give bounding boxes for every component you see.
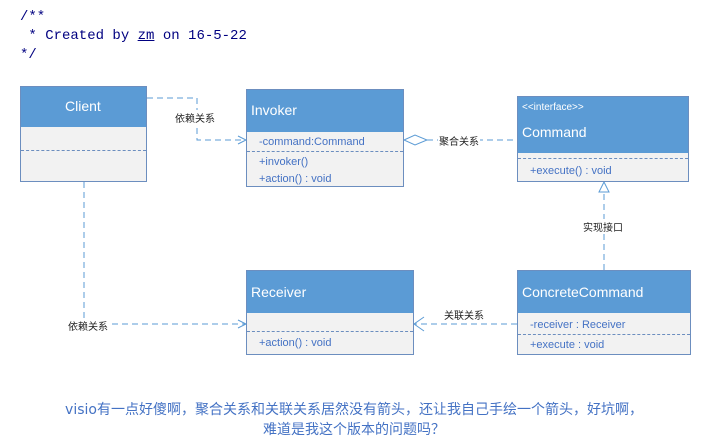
concrete-command-header: ConcreteCommand	[518, 271, 690, 313]
concrete-command-name: ConcreteCommand	[522, 284, 644, 300]
invoker-class: Invoker -command:Command +invoker() +act…	[246, 89, 404, 187]
client-attributes	[21, 127, 146, 151]
invoker-command-label: 聚合关系	[438, 133, 480, 148]
association-arrowhead	[413, 316, 425, 332]
code-comment: /** * Created by zm on 16-5-22 */	[20, 8, 247, 65]
receiver-op-action: +action() : void	[259, 337, 332, 349]
receiver-attributes	[247, 313, 413, 332]
aggregation-diamond	[402, 134, 429, 146]
command-op-execute: +execute() : void	[530, 165, 612, 177]
client-receiver-dependency-line	[83, 182, 246, 325]
concrete-attr-receiver: -receiver : Receiver	[530, 319, 626, 331]
concrete-command-attributes: -receiver : Receiver	[518, 313, 690, 335]
receiver-operations: +action() : void	[247, 332, 413, 352]
invoker-operations: +invoker() +action() : void	[247, 152, 403, 188]
comment-line-2-suffix: on 16-5-22	[154, 28, 247, 44]
comment-author: zm	[137, 28, 155, 44]
invoker-class-header: Invoker	[247, 90, 403, 132]
comment-line-2-prefix: * Created by	[20, 28, 138, 44]
command-interface: <<interface>> Command +execute() : void	[517, 96, 689, 182]
concrete-command-class: ConcreteCommand -receiver : Receiver +ex…	[517, 270, 691, 355]
receiver-class: Receiver +action() : void	[246, 270, 414, 355]
comment-line-1: /**	[20, 9, 46, 25]
client-operations	[21, 151, 146, 181]
receiver-class-name: Receiver	[251, 284, 307, 300]
invoker-class-name: Invoker	[251, 102, 297, 118]
concrete-receiver-label: 关联关系	[443, 307, 485, 322]
client-class-name: Client	[65, 98, 101, 114]
receiver-class-header: Receiver	[247, 271, 413, 313]
caption-line-1: visio有一点好傻啊，聚合关系和关联关系居然没有箭头，还让我自己手绘一个箭头，…	[65, 402, 643, 418]
invoker-attributes: -command:Command	[247, 132, 403, 152]
invoker-op-invoker: +invoker()	[259, 156, 309, 168]
command-operations: +execute() : void	[518, 159, 688, 180]
realization-triangle	[598, 180, 610, 193]
command-interface-name: Command	[522, 124, 587, 140]
client-invoker-label: 依赖关系	[174, 110, 216, 125]
command-interface-header: <<interface>> Command	[518, 97, 688, 153]
client-class: Client	[20, 86, 147, 182]
command-stereotype: <<interface>>	[522, 102, 584, 113]
comment-line-3: */	[20, 47, 37, 63]
client-receiver-label: 依赖关系	[67, 318, 109, 333]
invoker-op-action: +action() : void	[259, 173, 332, 185]
caption-line-2: 难道是我这个版本的问题吗？	[263, 422, 445, 438]
implements-label: 实现接口	[582, 219, 624, 234]
concrete-command-operations: +execute : void	[518, 335, 690, 354]
concrete-op-execute: +execute : void	[530, 339, 605, 351]
invoker-attr-command: -command:Command	[259, 136, 365, 148]
client-class-header: Client	[21, 87, 146, 127]
command-attributes	[518, 153, 688, 159]
